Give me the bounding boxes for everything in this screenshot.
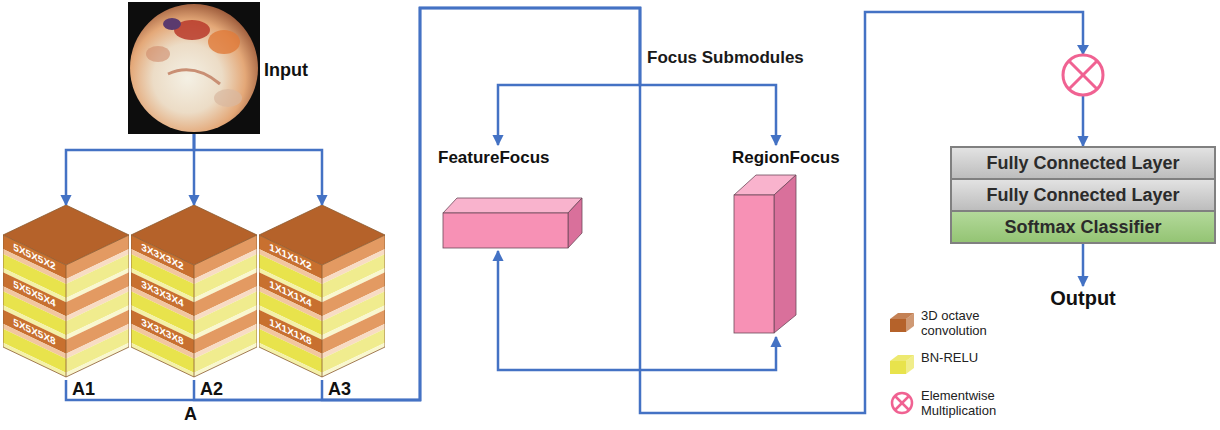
branch-label: A1 — [72, 379, 95, 400]
output-node: Output — [1050, 286, 1116, 310]
layer-name: Fully Connected Layer — [958, 152, 1208, 174]
text-slot: A3 — [328, 379, 351, 400]
region-heading: Focus Submodules — [647, 48, 804, 68]
multiply-cross — [1069, 61, 1097, 89]
image-blob — [214, 89, 242, 107]
stack-outline — [3, 205, 129, 377]
legend-text: Elementwise Multiplication — [921, 388, 1021, 418]
swatch-side — [906, 355, 914, 374]
connector — [1082, 244, 1085, 286]
legend-text: BN-RELU — [921, 350, 1021, 365]
stack-band — [322, 343, 385, 377]
connector — [194, 134, 322, 205]
output-label: Output — [1050, 286, 1116, 310]
text-slot: Focus Submodules — [647, 48, 804, 68]
legend-row: Elementwise Multiplication — [888, 388, 1038, 418]
box-3d — [732, 145, 798, 337]
legend-swatch-color — [890, 361, 906, 374]
legend-row: BN-RELU — [888, 350, 1038, 365]
multiply-symbol — [1063, 45, 1103, 95]
box-top — [443, 198, 582, 213]
image-view — [130, 4, 258, 132]
box-front — [734, 195, 774, 333]
legend-swatch — [888, 353, 916, 377]
layer-name: Fully Connected Layer — [958, 184, 1208, 206]
legend-swatch — [888, 311, 916, 335]
conv-stack: 5X5X5X25X5X5X45X5X5X8 — [3, 205, 129, 380]
box-side — [568, 198, 582, 248]
conv-stack: 3X3X3X23X3X3X43X3X3X8 — [131, 205, 257, 380]
text-slot: A2 — [200, 379, 223, 400]
branch-label: A — [184, 404, 197, 425]
text-slot: A — [184, 404, 197, 425]
connector — [194, 8, 640, 400]
input-image-node: Input — [128, 2, 260, 134]
legend-row: 3D octave convolution — [888, 308, 1038, 338]
box-front — [443, 213, 568, 248]
endoscopy-image — [128, 2, 260, 134]
branch-label: A3 — [328, 379, 351, 400]
multiply-circle — [892, 393, 912, 413]
legend-text: 3D octave convolution — [921, 308, 1021, 338]
connector — [66, 134, 194, 205]
text-slot: A1 — [72, 379, 95, 400]
fc-layer-box: Fully Connected Layer — [950, 146, 1216, 180]
multiply-cross — [1069, 61, 1097, 89]
module-name: RegionFocus — [732, 148, 840, 168]
legend: 3D octave convolutionBN-RELU Elementwise … — [888, 308, 1038, 423]
fc-layer-box: Fully Connected Layer — [950, 178, 1216, 212]
legend-swatch-color — [890, 319, 906, 332]
focus-region: Focus SubmodulesFeatureFocus RegionFocus — [432, 15, 852, 420]
stack-band — [259, 343, 322, 377]
regionfocus-box: RegionFocus — [732, 145, 840, 337]
image-blob — [163, 18, 181, 30]
softmax-box: Softmax Classifier — [950, 210, 1216, 244]
conv-stack: 1X1X1X21X1X1X41X1X1X8 — [259, 205, 385, 380]
multiply-cross — [895, 396, 909, 410]
legend-symbol — [888, 391, 916, 415]
connector — [640, 15, 776, 145]
stack-outline — [259, 205, 385, 377]
input-label: Input — [264, 60, 308, 81]
text-slot: Input — [264, 60, 308, 81]
stack-band — [66, 343, 129, 377]
stack-band — [194, 343, 257, 377]
featurefocus-box: FeatureFocus — [438, 145, 584, 251]
stack-outline — [131, 205, 257, 377]
stack-band — [131, 343, 194, 377]
image-frame — [128, 2, 260, 134]
connector — [498, 15, 640, 145]
swatch-side — [906, 313, 914, 332]
image-blob — [208, 30, 240, 54]
multiply-cross — [895, 396, 909, 410]
layer-name: Softmax Classifier — [958, 216, 1208, 238]
connector — [322, 8, 640, 400]
image-blob — [146, 46, 170, 62]
multiply-circle — [1063, 55, 1103, 95]
image-fold — [168, 70, 220, 84]
box-side — [774, 175, 796, 333]
stack-band — [3, 343, 66, 377]
branch-label: A2 — [200, 379, 223, 400]
module-name: FeatureFocus — [438, 148, 584, 168]
